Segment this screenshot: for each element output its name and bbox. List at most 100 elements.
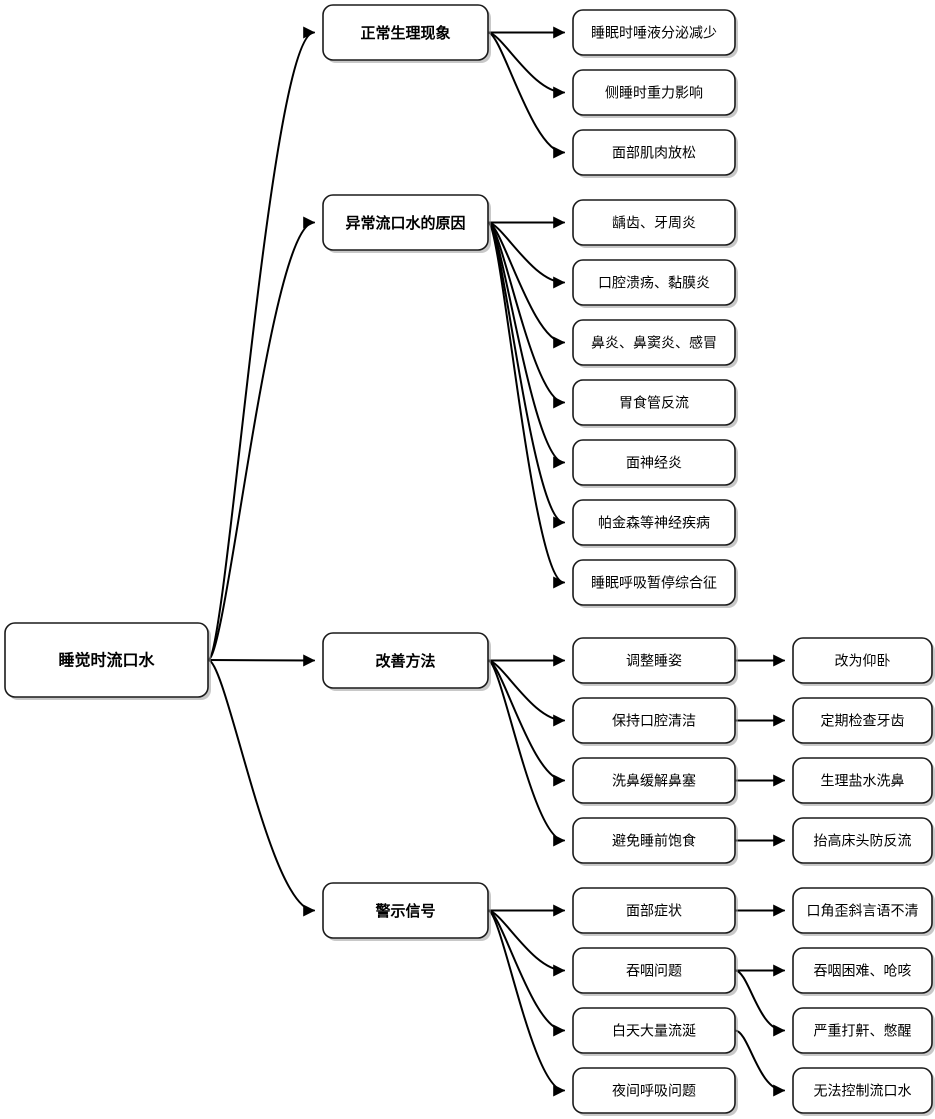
node-面神经炎[interactable]: 面神经炎 <box>572 439 738 488</box>
node-box[interactable] <box>572 817 736 864</box>
edge-b2-to-c2b <box>487 221 566 289</box>
node-box[interactable] <box>322 632 489 689</box>
node-label: 夜间呼吸问题 <box>612 1084 696 1100</box>
node-异常流口水的原因[interactable]: 异常流口水的原因 <box>322 194 491 253</box>
node-box[interactable] <box>322 194 489 251</box>
node-洗鼻缓解鼻塞[interactable]: 洗鼻缓解鼻塞 <box>572 757 738 806</box>
node-侧睡时重力影响[interactable]: 侧睡时重力影响 <box>572 69 738 118</box>
node-面部症状[interactable]: 面部症状 <box>572 887 738 936</box>
node-label: 洗鼻缓解鼻塞 <box>612 773 696 790</box>
node-label: 白天大量流涎 <box>612 1024 696 1040</box>
node-鼻炎-鼻窦炎-感冒[interactable]: 鼻炎、鼻窦炎、感冒 <box>572 319 738 368</box>
node-口角歪斜言语不清[interactable]: 口角歪斜言语不清 <box>792 887 935 936</box>
node-无法控制流口水[interactable]: 无法控制流口水 <box>792 1067 935 1116</box>
edge-b4-to-c4d <box>487 909 566 1097</box>
edge-b1-to-c1b <box>487 31 566 99</box>
node-box[interactable] <box>572 69 736 116</box>
node-label: 抬高床头防反流 <box>814 833 912 850</box>
node-睡觉时流口水[interactable]: 睡觉时流口水 <box>4 622 211 700</box>
node-label: 生理盐水洗鼻 <box>821 773 905 790</box>
node-睡眠呼吸暂停综合征[interactable]: 睡眠呼吸暂停综合征 <box>572 559 738 608</box>
node-box[interactable] <box>322 4 489 61</box>
node-正常生理现象[interactable]: 正常生理现象 <box>322 4 491 63</box>
node-box[interactable] <box>572 499 736 546</box>
node-box[interactable] <box>792 817 933 864</box>
node-box[interactable] <box>572 319 736 366</box>
node-label: 异常流口水的原因 <box>345 214 465 232</box>
edge-root-to-b3 <box>207 654 316 667</box>
node-改为仰卧[interactable]: 改为仰卧 <box>792 637 935 686</box>
edge-b3-to-c3d <box>487 659 566 847</box>
node-box[interactable] <box>572 9 736 56</box>
node-吞咽问题[interactable]: 吞咽问题 <box>572 947 738 996</box>
node-box[interactable] <box>572 199 736 246</box>
node-label: 口角歪斜言语不清 <box>807 904 919 920</box>
node-label: 面部症状 <box>626 904 682 920</box>
node-白天大量流涎[interactable]: 白天大量流涎 <box>572 1007 738 1056</box>
node-改善方法[interactable]: 改善方法 <box>322 632 491 691</box>
edge-b4-to-c4b <box>487 909 566 977</box>
node-box[interactable] <box>792 1067 933 1114</box>
node-box[interactable] <box>572 559 736 606</box>
node-box[interactable] <box>572 887 736 934</box>
node-抬高床头防反流[interactable]: 抬高床头防反流 <box>792 817 935 866</box>
node-label: 严重打鼾、憋醒 <box>814 1023 912 1040</box>
node-box[interactable] <box>4 622 209 698</box>
node-label: 吞咽问题 <box>626 964 682 980</box>
node-box[interactable] <box>572 259 736 306</box>
node-label: 保持口腔清洁 <box>612 714 696 730</box>
node-label: 调整睡姿 <box>626 654 682 670</box>
edge-root-to-b2 <box>207 216 316 661</box>
node-box[interactable] <box>572 1067 736 1114</box>
edge-c4b-to-d4c <box>734 969 786 1037</box>
node-box[interactable] <box>572 439 736 486</box>
node-口腔溃疡-黏膜炎[interactable]: 口腔溃疡、黏膜炎 <box>572 259 738 308</box>
node-label: 避免睡前饱食 <box>612 833 696 850</box>
node-label: 睡眠时唾液分泌减少 <box>591 26 717 42</box>
node-box[interactable] <box>792 947 933 994</box>
node-调整睡姿[interactable]: 调整睡姿 <box>572 637 738 686</box>
edge-b2-to-c2c <box>487 221 566 349</box>
node-label: 面部肌肉放松 <box>612 146 696 162</box>
edge-b2-to-c2g <box>487 221 566 589</box>
node-严重打鼾-憋醒[interactable]: 严重打鼾、憋醒 <box>792 1007 935 1056</box>
edge-c4c-to-d4d <box>734 1029 786 1097</box>
node-box[interactable] <box>792 637 933 684</box>
node-定期检查牙齿[interactable]: 定期检查牙齿 <box>792 697 935 746</box>
node-面部肌肉放松[interactable]: 面部肌肉放松 <box>572 129 738 178</box>
node-box[interactable] <box>572 697 736 744</box>
edge-root-to-b1 <box>207 26 316 661</box>
node-box[interactable] <box>572 379 736 426</box>
node-label: 警示信号 <box>374 902 435 920</box>
node-保持口腔清洁[interactable]: 保持口腔清洁 <box>572 697 738 746</box>
edge-b3-to-c3b <box>487 659 566 727</box>
node-夜间呼吸问题[interactable]: 夜间呼吸问题 <box>572 1067 738 1116</box>
node-警示信号[interactable]: 警示信号 <box>322 882 491 941</box>
node-box[interactable] <box>572 947 736 994</box>
node-box[interactable] <box>322 882 489 939</box>
node-box[interactable] <box>572 637 736 684</box>
edge-layer <box>207 26 786 1097</box>
node-box[interactable] <box>572 757 736 804</box>
node-box[interactable] <box>792 1007 933 1054</box>
node-避免睡前饱食[interactable]: 避免睡前饱食 <box>572 817 738 866</box>
node-label: 胃食管反流 <box>619 395 689 412</box>
node-帕金森等神经疾病[interactable]: 帕金森等神经疾病 <box>572 499 738 548</box>
node-box[interactable] <box>572 1007 736 1054</box>
node-box[interactable] <box>792 757 933 804</box>
node-label: 口腔溃疡、黏膜炎 <box>598 276 710 292</box>
node-睡眠时唾液分泌减少[interactable]: 睡眠时唾液分泌减少 <box>572 9 738 58</box>
node-label: 面神经炎 <box>626 456 682 472</box>
node-box[interactable] <box>792 887 933 934</box>
node-吞咽困难-呛咳[interactable]: 吞咽困难、呛咳 <box>792 947 935 996</box>
node-label: 定期检查牙齿 <box>821 714 905 730</box>
node-label: 无法控制流口水 <box>814 1084 912 1100</box>
node-胃食管反流[interactable]: 胃食管反流 <box>572 379 738 428</box>
node-label: 侧睡时重力影响 <box>605 86 703 102</box>
node-box[interactable] <box>792 697 933 744</box>
node-龋齿-牙周炎[interactable]: 龋齿、牙周炎 <box>572 199 738 248</box>
edge-b3-to-c3c <box>487 659 566 787</box>
node-box[interactable] <box>572 129 736 176</box>
node-生理盐水洗鼻[interactable]: 生理盐水洗鼻 <box>792 757 935 806</box>
